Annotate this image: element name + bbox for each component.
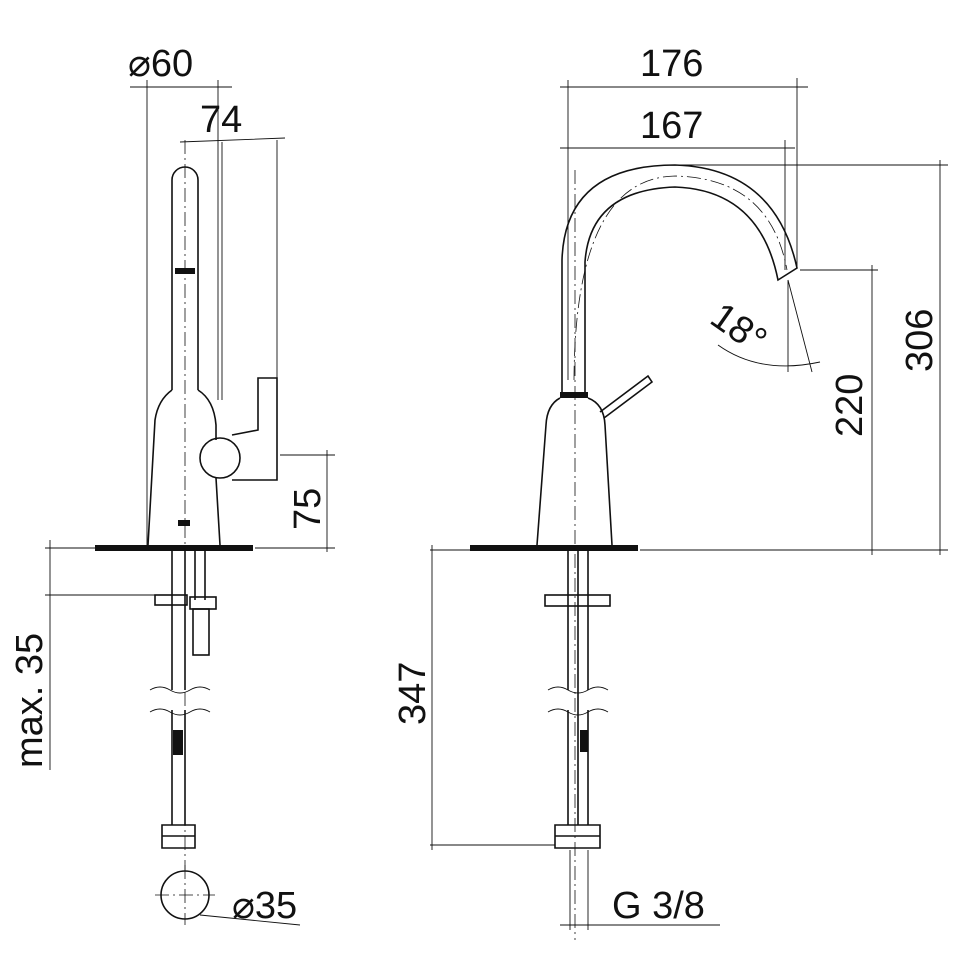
front-view-faucet <box>470 164 798 940</box>
dim-overall-height: 306 <box>899 309 941 372</box>
dim-hose-length: 347 <box>392 662 434 725</box>
dim-lever-height: 75 <box>287 488 329 530</box>
dim-spout-height: 220 <box>829 374 871 437</box>
dim-spout-reach: 167 <box>640 105 703 147</box>
side-view-dimensions: ⌀60 74 75 max. 35 ⌀35 <box>9 43 335 927</box>
dim-overall-reach: 176 <box>640 43 703 85</box>
side-view-faucet <box>95 140 278 925</box>
dim-max-counter-thickness: max. 35 <box>9 633 51 768</box>
dim-spout-angle: 18° <box>703 295 774 362</box>
dim-connection-thread: G 3/8 <box>612 885 705 927</box>
dim-outer-diameter: ⌀60 <box>128 43 193 85</box>
dim-depth: 74 <box>200 99 242 141</box>
dim-hole-diameter: ⌀35 <box>232 885 297 927</box>
